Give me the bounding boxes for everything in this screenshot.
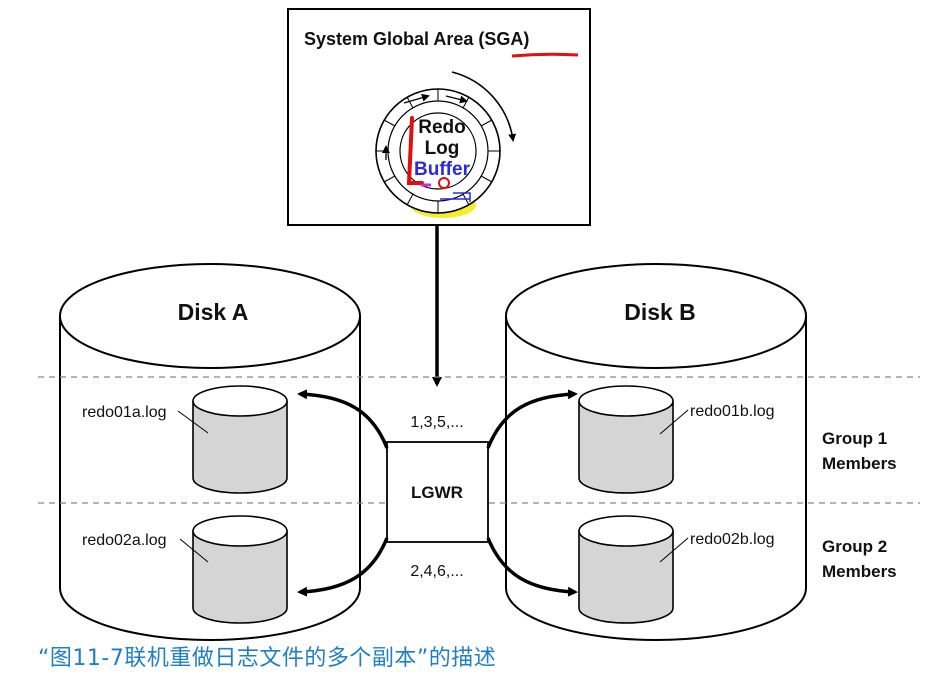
redo02b-label: redo02b.log bbox=[690, 531, 775, 548]
redo02a-cylinder bbox=[192, 515, 288, 624]
redo01b-leader bbox=[659, 409, 689, 435]
arrow-to-redo02a bbox=[297, 537, 389, 597]
arrow-to-redo02b bbox=[486, 537, 578, 597]
figure-caption: “图11-7联机重做日志文件的多个副本”的描述 bbox=[38, 646, 497, 671]
seq-odd-label: 1,3,5,... bbox=[410, 414, 463, 431]
redo02a-leader bbox=[179, 538, 209, 563]
redo01b-cylinder bbox=[578, 385, 674, 494]
redo-log-buffer-label-3: Buffer bbox=[414, 159, 471, 180]
seq-even-label: 2,4,6,... bbox=[410, 563, 463, 580]
redo02a-label: redo02a.log bbox=[82, 532, 167, 549]
group2-label-line1: Group 2 bbox=[822, 537, 887, 556]
group2-label-line2: Members bbox=[822, 562, 897, 581]
arrow-to-redo01a bbox=[297, 389, 389, 449]
redo-log-buffer-icon bbox=[375, 71, 517, 218]
redo01a-label: redo01a.log bbox=[82, 404, 167, 421]
lgwr-box bbox=[386, 441, 489, 543]
arrow-to-redo01b bbox=[486, 389, 578, 449]
redo02b-cylinder bbox=[578, 515, 674, 624]
redo-log-buffer-label-2: Log bbox=[425, 138, 460, 159]
disk-a-label: Disk A bbox=[178, 299, 249, 325]
redo01b-label: redo01b.log bbox=[690, 403, 775, 420]
redo-log-buffer-label-1: Redo bbox=[418, 117, 466, 138]
group1-label-line2: Members bbox=[822, 454, 897, 473]
sga-title: System Global Area (SGA) bbox=[304, 29, 529, 49]
redo01a-leader bbox=[177, 410, 209, 434]
disk-b-label: Disk B bbox=[624, 299, 696, 325]
redo01a-cylinder bbox=[192, 385, 288, 494]
redo02b-leader bbox=[659, 537, 689, 563]
sga-underline bbox=[511, 52, 579, 58]
group1-label-line1: Group 1 bbox=[822, 429, 887, 448]
lgwr-label: LGWR bbox=[411, 483, 463, 502]
